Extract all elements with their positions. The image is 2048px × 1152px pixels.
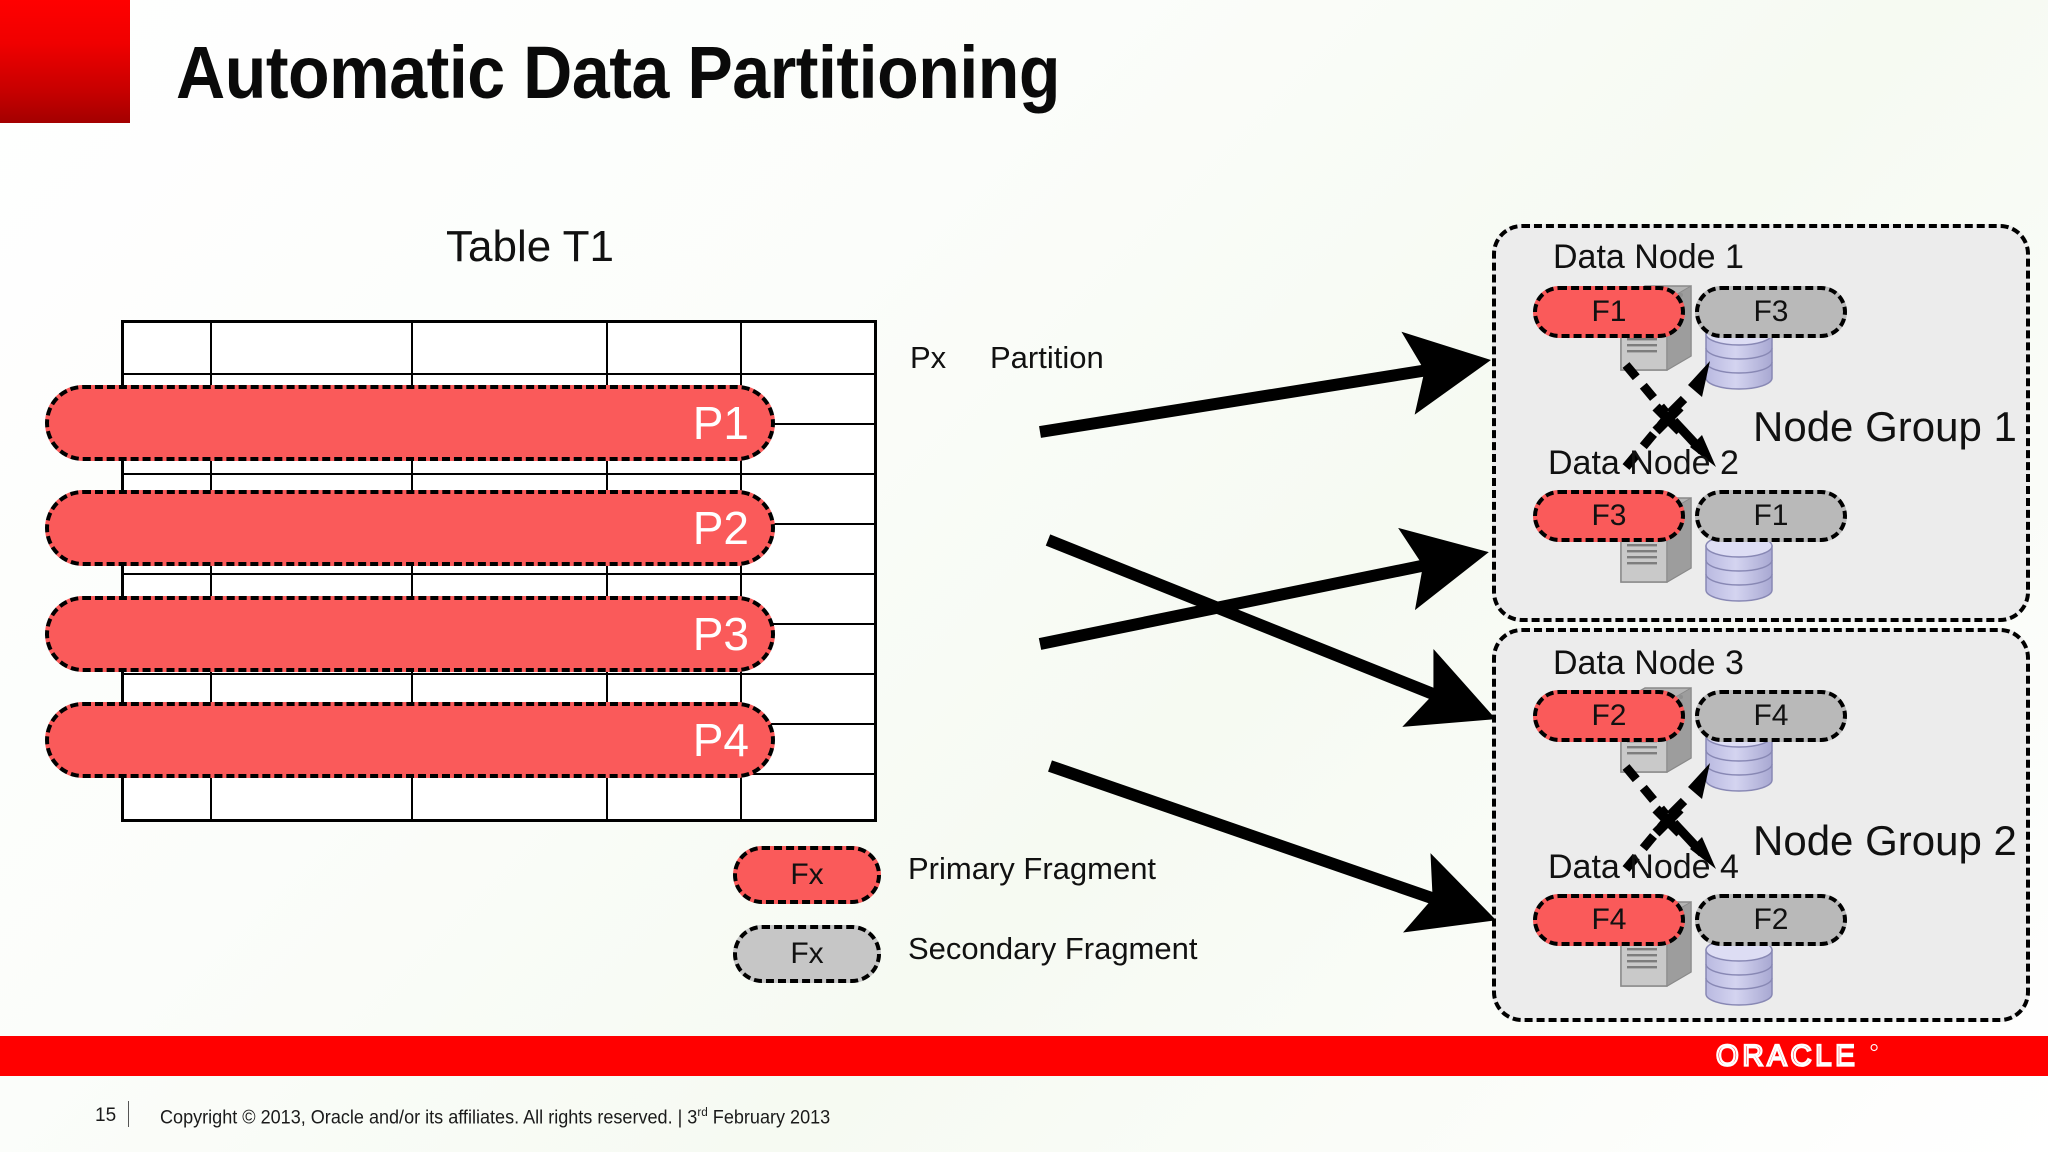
fragment-box-primary-dn3[interactable]: F2 <box>1533 690 1685 742</box>
grid-column-divider <box>740 323 742 819</box>
footer-copyright-date: February 2013 <box>707 1107 831 1129</box>
fragment-label: F3 <box>1753 295 1789 328</box>
fragment-box-secondary-dn3[interactable]: F4 <box>1695 690 1847 742</box>
node-title-1: Data Node 1 <box>1553 238 1744 276</box>
oracle-logo: ORACLE <box>1716 1040 1878 1072</box>
partition-bar-p1[interactable]: P1 <box>45 385 775 461</box>
partition-bar-p3[interactable]: P3 <box>45 596 775 672</box>
svg-text:ORACLE: ORACLE <box>1716 1040 1859 1072</box>
node-title-4: Data Node 4 <box>1548 848 1739 886</box>
arrow-p4 <box>1048 760 1497 933</box>
footer-copyright: Copyright © 2013, Oracle and/or its affi… <box>160 1105 830 1129</box>
arrow-p1 <box>1039 331 1491 438</box>
partition-label: P4 <box>692 714 749 766</box>
partition-key-symbol: Px <box>910 340 947 375</box>
footer-ordinal: rd <box>697 1105 708 1119</box>
arrow-p2 <box>1045 534 1496 727</box>
fragment-box-primary-dn4[interactable]: F4 <box>1533 894 1685 946</box>
replication-cross-arrows-icon <box>1622 763 1716 872</box>
node-group-title-2: Node Group 2 <box>1753 817 2017 864</box>
grid-row-divider <box>124 573 874 575</box>
node-title-3: Data Node 3 <box>1553 644 1744 682</box>
fragment-box-primary-dn2[interactable]: F3 <box>1533 490 1685 542</box>
fragment-label: F3 <box>1591 499 1627 532</box>
footer-divider <box>128 1101 129 1127</box>
partition-label: P3 <box>692 608 749 660</box>
database-disk-icon <box>1705 938 1773 1006</box>
footer-red-bar <box>0 1036 2048 1076</box>
partition-label: P1 <box>692 397 749 449</box>
node-group-title-1: Node Group 1 <box>1753 403 2017 450</box>
table-caption: Table T1 <box>446 222 614 271</box>
header-accent-block <box>0 0 130 123</box>
legend-chip-text: Fx <box>790 937 824 970</box>
fragment-box-primary-dn1[interactable]: F1 <box>1533 286 1685 338</box>
partition-label: P2 <box>692 502 749 554</box>
grid-column-divider <box>210 323 212 819</box>
fragment-box-secondary-dn4[interactable]: F2 <box>1695 894 1847 946</box>
footer-copyright-main: Copyright © 2013, Oracle and/or its affi… <box>160 1107 698 1129</box>
fragment-label: F2 <box>1591 699 1627 732</box>
fragment-label: F1 <box>1753 499 1789 532</box>
legend-chip-primary: Fx <box>733 846 881 904</box>
fragment-label: F1 <box>1591 295 1627 328</box>
legend-label-primary: Primary Fragment <box>908 851 1157 886</box>
legend-chip-text: Fx <box>790 858 824 891</box>
node-title-2: Data Node 2 <box>1548 444 1739 482</box>
arrow-p3 <box>1038 527 1489 650</box>
fragment-label: F4 <box>1753 699 1789 732</box>
fragment-box-secondary-dn1[interactable]: F3 <box>1695 286 1847 338</box>
database-disk-icon <box>1705 534 1773 602</box>
grid-column-divider <box>606 323 608 819</box>
grid-row-divider <box>124 673 874 675</box>
legend-label-secondary: Secondary Fragment <box>908 931 1198 966</box>
fragment-label: F2 <box>1753 903 1789 936</box>
legend-chip-secondary: Fx <box>733 925 881 983</box>
grid-row-divider <box>124 473 874 475</box>
fragment-box-secondary-dn2[interactable]: F1 <box>1695 490 1847 542</box>
footer-page-number: 15 <box>95 1105 117 1126</box>
fragment-label: F4 <box>1591 903 1627 936</box>
grid-row-divider <box>124 373 874 375</box>
page-title: Automatic Data Partitioning <box>176 31 1061 114</box>
partition-bar-p4[interactable]: P4 <box>45 702 775 778</box>
grid-column-divider <box>411 323 413 819</box>
replication-cross-arrows-icon <box>1622 361 1716 470</box>
partition-bar-p2[interactable]: P2 <box>45 490 775 566</box>
partition-key-meaning: Partition <box>990 340 1104 375</box>
